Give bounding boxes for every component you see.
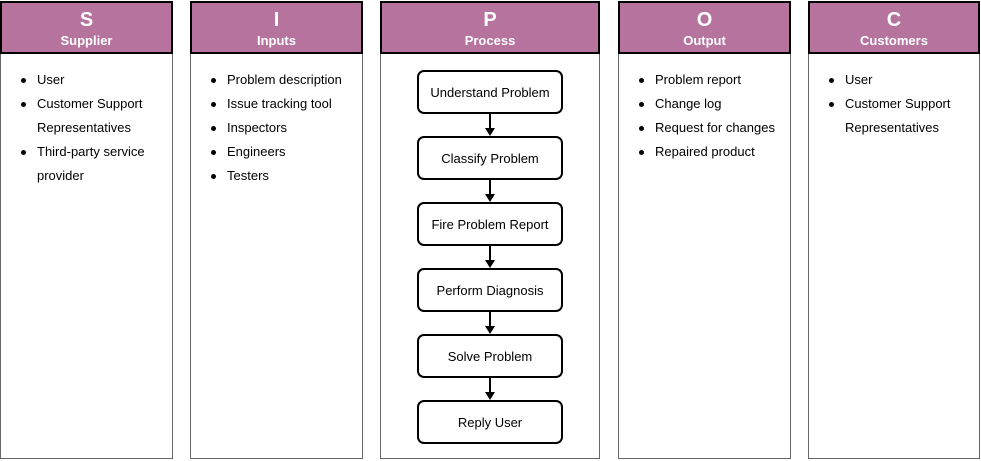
- flow-arrow-icon: [485, 246, 495, 268]
- inputs-list: Problem description Issue tracking tool …: [191, 68, 362, 188]
- list-item: Change log: [639, 92, 782, 116]
- list-item: Issue tracking tool: [211, 92, 354, 116]
- sipoc-column-customers: C Customers User Customer Support Repres…: [808, 1, 980, 459]
- column-letter: O: [696, 9, 713, 31]
- sipoc-column-supplier: S Supplier User Customer Support Represe…: [0, 1, 173, 459]
- column-header-supplier: S Supplier: [0, 1, 173, 54]
- sipoc-column-process: P Process Understand Problem Classify Pr…: [380, 1, 600, 459]
- column-body-output: Problem report Change log Request for ch…: [619, 54, 790, 458]
- list-item: Engineers: [211, 140, 354, 164]
- column-title: Inputs: [257, 33, 296, 48]
- flow-arrow-icon: [485, 312, 495, 334]
- flow-arrow-icon: [485, 114, 495, 136]
- flow-arrow-icon: [485, 378, 495, 400]
- column-letter: P: [483, 9, 497, 31]
- column-body-customers: User Customer Support Representatives: [809, 54, 979, 458]
- process-step-box: Classify Problem: [417, 136, 563, 180]
- list-item: Customer Support Representatives: [829, 92, 971, 140]
- column-letter: I: [273, 9, 280, 31]
- list-item: User: [829, 68, 971, 92]
- list-item: Request for changes: [639, 116, 782, 140]
- column-body-supplier: User Customer Support Representatives Th…: [1, 54, 172, 458]
- process-step-box: Understand Problem: [417, 70, 563, 114]
- column-header-output: O Output: [618, 1, 791, 54]
- column-title: Supplier: [60, 33, 113, 48]
- column-letter: C: [886, 9, 902, 31]
- customers-list: User Customer Support Representatives: [809, 68, 979, 140]
- output-list: Problem report Change log Request for ch…: [619, 68, 790, 164]
- column-header-process: P Process: [380, 1, 600, 54]
- sipoc-column-inputs: I Inputs Problem description Issue track…: [190, 1, 363, 459]
- list-item: Testers: [211, 164, 354, 188]
- process-step-box: Fire Problem Report: [417, 202, 563, 246]
- process-step-box: Reply User: [417, 400, 563, 444]
- column-header-inputs: I Inputs: [190, 1, 363, 54]
- column-body-inputs: Problem description Issue tracking tool …: [191, 54, 362, 458]
- list-item: Third-party service provider: [21, 140, 164, 188]
- list-item: Repaired product: [639, 140, 782, 164]
- list-item: Problem description: [211, 68, 354, 92]
- column-letter: S: [79, 9, 94, 31]
- list-item: Problem report: [639, 68, 782, 92]
- process-step-box: Solve Problem: [417, 334, 563, 378]
- flow-arrow-icon: [485, 180, 495, 202]
- supplier-list: User Customer Support Representatives Th…: [1, 68, 172, 188]
- column-title: Output: [683, 33, 726, 48]
- list-item: Customer Support Representatives: [21, 92, 164, 140]
- column-title: Process: [464, 33, 516, 48]
- column-header-customers: C Customers: [808, 1, 980, 54]
- sipoc-column-output: O Output Problem report Change log Reque…: [618, 1, 791, 459]
- list-item: Inspectors: [211, 116, 354, 140]
- column-title: Customers: [860, 33, 928, 48]
- process-step-box: Perform Diagnosis: [417, 268, 563, 312]
- list-item: User: [21, 68, 164, 92]
